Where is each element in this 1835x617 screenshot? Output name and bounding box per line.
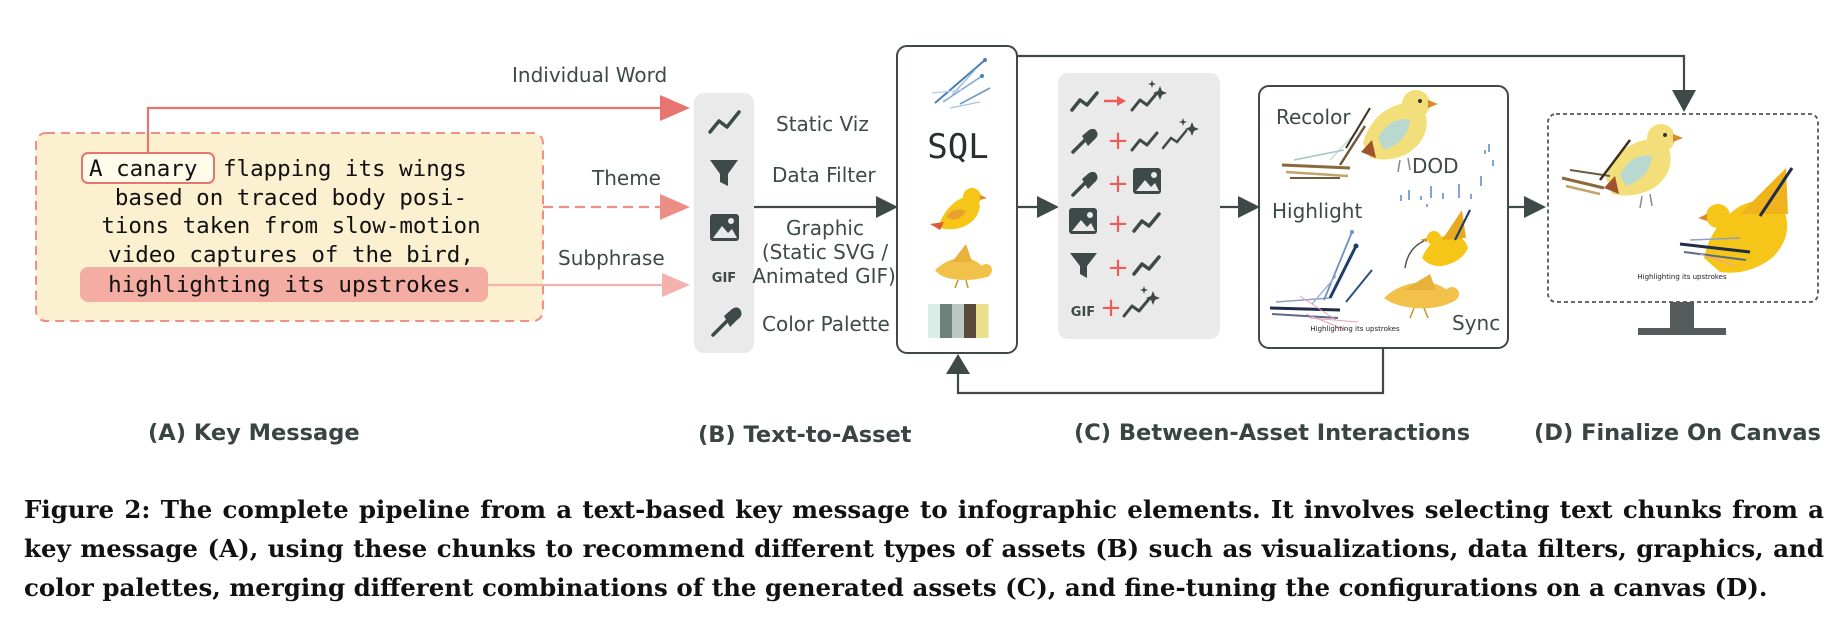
combination-panel: + + + + — [1058, 73, 1220, 339]
recolor-trace-lines — [1281, 107, 1371, 179]
section-a-title: (A) Key Message — [148, 420, 360, 446]
theme-label: Theme — [591, 166, 661, 190]
color-palette-swatch[interactable] — [928, 304, 989, 338]
interaction-tiny-caption: Highlighting its upstrokes — [1310, 325, 1400, 333]
palette-stripe — [952, 304, 965, 338]
feedback-loop-arrowhead — [946, 354, 970, 374]
combo-gif-plus-animation[interactable]: GIF + — [1071, 286, 1160, 323]
canvas-monitor: Highlighting its upstrokes — [1547, 113, 1819, 335]
synced-canary[interactable] — [1384, 274, 1459, 319]
combo-palette-plus-line[interactable]: + — [1071, 118, 1199, 156]
combo-filter-plus-line[interactable]: + — [1070, 253, 1161, 283]
palette-stripe — [964, 304, 977, 338]
svg-text:+: + — [1100, 293, 1122, 323]
selected-word: A canary — [89, 156, 197, 182]
line-chart-icon[interactable] — [708, 110, 741, 134]
subphrase-label: Subphrase — [558, 246, 665, 270]
svg-text:+: + — [1107, 253, 1129, 283]
eyedropper-icon[interactable] — [711, 307, 742, 337]
canvas-recolored-canary[interactable] — [1561, 124, 1683, 209]
to-assets-arrowhead — [876, 196, 898, 218]
section-c-title: (C) Between-Asset Interactions — [1074, 420, 1470, 446]
gif-icon[interactable]: GIF — [712, 271, 736, 286]
highlight-label: Highlight — [1272, 199, 1362, 223]
combo-palette-plus-graphic[interactable]: + — [1071, 168, 1161, 199]
combo-gif-icon: GIF — [1071, 305, 1095, 320]
recolor-label: Recolor — [1276, 105, 1351, 129]
section-b-title: (B) Text-to-Asset — [698, 422, 912, 448]
color-palette-label: Color Palette — [762, 312, 890, 336]
graphic-label-line-3: Animated GIF) — [752, 264, 896, 288]
highlight-trace-lines — [1269, 230, 1373, 331]
combo-graphic-plus-line[interactable]: + — [1069, 208, 1161, 239]
key-message-line-1: flapping its wings — [223, 156, 467, 182]
section-d-title: (D) Finalize On Canvas — [1534, 420, 1821, 446]
svg-text:+: + — [1107, 169, 1129, 199]
recolored-canary[interactable] — [1361, 90, 1438, 173]
graphic-label-line-2: (Static SVG / — [762, 240, 889, 264]
filter-icon[interactable] — [710, 160, 738, 186]
palette-stripe — [976, 304, 989, 338]
canvas-highlighted-canary[interactable] — [1679, 167, 1794, 273]
dod-label: DOD — [1412, 154, 1459, 178]
interaction-panel: Recolor DOD Highlight Sync — [1258, 85, 1509, 349]
image-icon[interactable] — [710, 214, 739, 241]
assets-to-canvas-arrow — [1017, 54, 1686, 92]
key-message-line-3: tions taken from slow-motion — [101, 213, 480, 239]
palette-stripe — [940, 304, 953, 338]
subphrase-highlight[interactable] — [80, 267, 488, 302]
figure-caption: Figure 2: The complete pipeline from a t… — [24, 495, 1824, 602]
svg-text:+: + — [1107, 126, 1129, 156]
feedback-loop-arrow — [956, 348, 1385, 395]
canvas-tiny-caption: Highlighting its upstrokes — [1637, 273, 1727, 281]
static-viz-label: Static Viz — [776, 112, 869, 136]
asset-type-panel: GIF — [694, 93, 754, 353]
palette-stripe — [928, 304, 941, 338]
canary-graphic-thumbnail[interactable] — [930, 188, 987, 230]
pipeline-diagram: A canary flapping its wings based on tra… — [35, 45, 1821, 448]
svg-text:+: + — [1107, 209, 1129, 239]
sql-filter-thumbnail[interactable]: SQL — [927, 127, 988, 167]
chunk-arrows: Individual Word Theme Subphrase — [146, 63, 690, 297]
sync-label: Sync — [1452, 311, 1500, 335]
to-combos-arrowhead — [1037, 196, 1059, 218]
data-filter-label: Data Filter — [772, 163, 876, 187]
individual-word-arrow — [146, 106, 660, 153]
trace-viz-thumbnail[interactable] — [931, 58, 991, 109]
dod-scatter[interactable] — [1400, 144, 1494, 207]
canary-gif-thumbnail[interactable] — [935, 244, 992, 289]
graphic-label: Graphic — [786, 216, 864, 240]
motion-arrow — [1404, 240, 1425, 269]
to-canvas-arrowhead — [1524, 196, 1546, 218]
key-message-line-5: highlighting its upstrokes. — [108, 272, 474, 298]
combo-line-to-animation[interactable] — [1070, 80, 1167, 112]
assets-to-canvas-arrowhead — [1672, 90, 1696, 112]
key-message-line-4: video captures of the bird, — [108, 242, 474, 268]
key-message-line-2: based on traced body posi- — [115, 185, 467, 211]
generated-assets-panel: SQL — [896, 45, 1018, 354]
key-message-panel: A canary flapping its wings based on tra… — [35, 132, 544, 322]
highlighted-canary[interactable] — [1420, 209, 1471, 267]
to-interactions-arrowhead — [1238, 196, 1260, 218]
individual-word-label: Individual Word — [512, 63, 667, 87]
